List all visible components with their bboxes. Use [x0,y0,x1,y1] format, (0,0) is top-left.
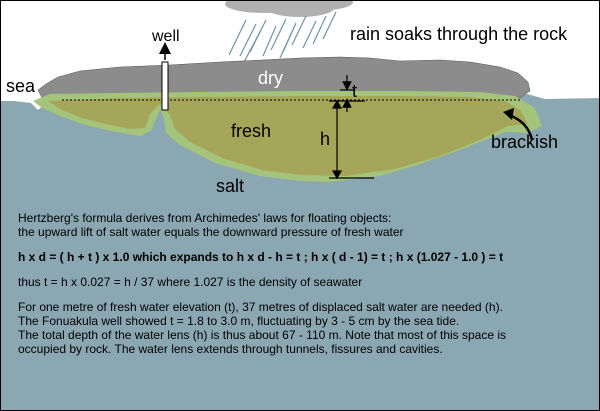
well-label: well [151,28,180,45]
dry-label: dry [258,68,283,88]
t-label: t [352,81,357,101]
h-label: h [320,129,330,149]
intro-line-2: the upward lift of salt water equals the… [18,225,404,239]
intro-line-1: Hertzberg's formula derives from Archime… [18,211,392,225]
fresh-water-lens [48,96,528,176]
h-marker [329,99,374,180]
formula-line: h x d = ( h + t ) x 1.0 which expands to… [18,250,504,264]
t-marker [340,75,354,112]
rain-streaks [228,11,337,63]
para-line-4: occupied by rock. The water lens extends… [18,342,443,356]
rain-cloud [225,0,353,17]
brackish-label: brackish [491,132,558,152]
para-line-3: The total depth of the water lens (h) is… [18,328,507,342]
fresh-label: fresh [231,121,271,141]
sea-label: sea [6,76,36,96]
brackish-arrowhead [503,108,514,120]
explanation-text: Hertzberg's formula derives from Archime… [18,211,596,356]
para-line-1: For one metre of fresh water elevation (… [18,300,503,314]
sea-water [0,92,600,411]
thus-line: thus t = h x 0.027 = h / 37 where 1.027 … [18,275,363,289]
well-shaft [161,61,169,111]
salt-label: salt [216,176,244,196]
para-line-2: The Fonuakula well showed t = 1.8 to 3.0… [18,314,460,328]
rain-label: rain soaks through the rock [350,24,568,44]
